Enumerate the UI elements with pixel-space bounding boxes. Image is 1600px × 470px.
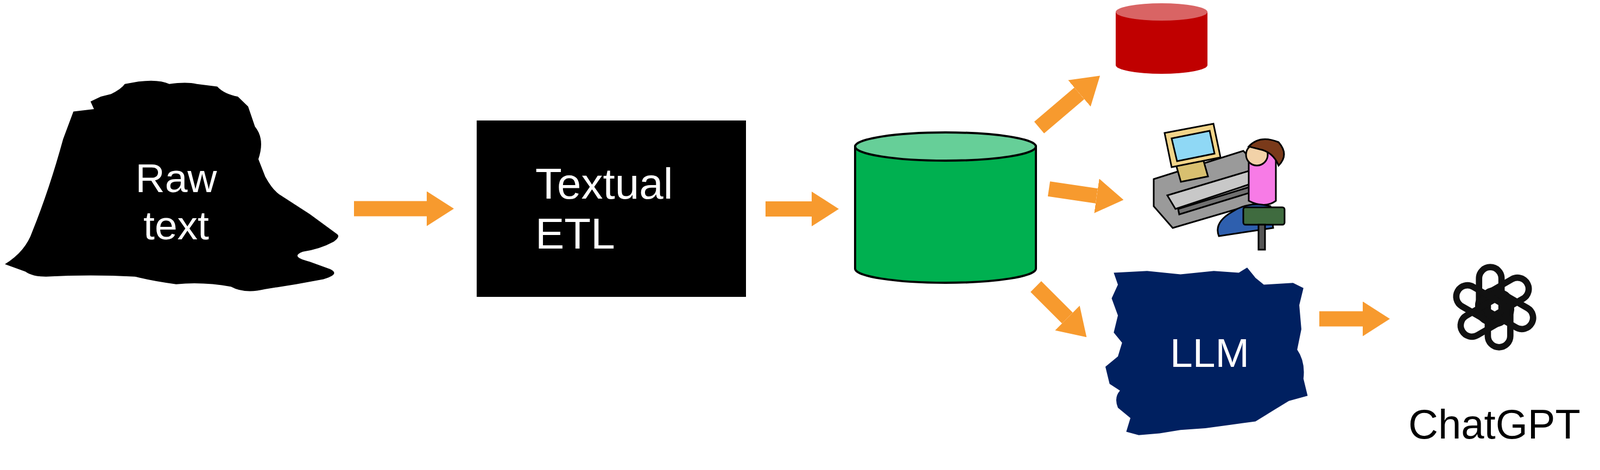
database-cylinder (855, 132, 1036, 283)
logo-node: ChatGPT (1395, 255, 1594, 448)
flow-arrow (1319, 311, 1363, 327)
blob-node: Raw text (4, 76, 348, 327)
process-box: Textual ETL (476, 120, 746, 297)
flow-arrow (1035, 286, 1068, 319)
flow-arrow (353, 201, 427, 217)
chatgpt-logo (1443, 258, 1547, 357)
user-at-computer (1153, 123, 1285, 250)
flow-arrow (765, 201, 812, 217)
flow-arrow (1039, 93, 1080, 128)
node-label: LLM (1170, 329, 1250, 377)
flow-arrow (1048, 188, 1097, 196)
node-label: Textual ETL (535, 159, 715, 259)
database-cylinder (1115, 3, 1208, 74)
node-shape (4, 76, 348, 327)
node-label: Raw text (116, 154, 237, 249)
blob-node: LLM (1105, 267, 1314, 439)
node-shape (476, 120, 746, 297)
node-label: ChatGPT (1408, 400, 1581, 448)
